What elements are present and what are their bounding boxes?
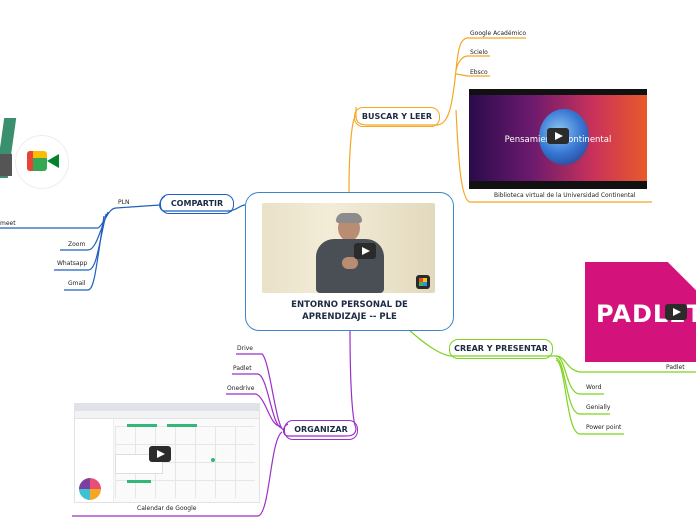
topic-compartir[interactable]: COMPARTIR xyxy=(160,194,234,214)
central-title-line1: ENTORNO PERSONAL DE xyxy=(291,300,408,310)
buscar-video-thumbnail[interactable]: Pensamiento Continental xyxy=(469,89,647,189)
calendar-thumbnail[interactable] xyxy=(74,403,260,503)
topic-organizar-label: ORGANIZAR xyxy=(294,425,348,434)
compartir-connectors xyxy=(0,195,246,291)
org-logo-icon xyxy=(79,478,101,500)
organizar-item[interactable]: Onedrive xyxy=(227,385,255,392)
crear-item[interactable]: Power point xyxy=(586,424,622,431)
presenter-figure xyxy=(312,213,388,293)
organizar-item[interactable]: Padlet xyxy=(233,365,252,372)
compartir-sub-pln[interactable]: PLN xyxy=(118,199,130,206)
play-icon[interactable] xyxy=(149,446,171,462)
central-node[interactable]: ENTORNO PERSONAL DE APRENDIZAJE -- PLE xyxy=(245,192,454,331)
topic-organizar[interactable]: ORGANIZAR xyxy=(284,420,358,440)
buscar-video-caption: Biblioteca virtual de la Universidad Con… xyxy=(494,192,636,199)
buscar-item[interactable]: Scielo xyxy=(470,49,488,56)
topic-crear-y-presentar[interactable]: CREAR Y PRESENTAR xyxy=(449,339,553,359)
buscar-item[interactable]: Ebsco xyxy=(470,69,488,76)
compartir-item[interactable]: Zoom xyxy=(68,241,86,248)
topic-crear-label: CREAR Y PRESENTAR xyxy=(454,344,548,353)
crear-item[interactable]: Genially xyxy=(586,404,611,411)
play-icon[interactable] xyxy=(665,304,687,320)
compartir-item[interactable]: Gmail xyxy=(68,280,86,287)
padlet-thumbnail[interactable]: PADLET xyxy=(585,262,696,362)
topic-buscar-y-leer[interactable]: BUSCAR Y LEER xyxy=(354,107,440,127)
padlet-caption: Padlet xyxy=(666,364,685,371)
central-title: ENTORNO PERSONAL DE APRENDIZAJE -- PLE xyxy=(246,299,453,323)
buscar-item[interactable]: Google Académico xyxy=(470,30,527,37)
play-icon[interactable] xyxy=(354,243,376,259)
central-title-line2: APRENDIZAJE -- PLE xyxy=(302,312,397,322)
topic-buscar-label: BUSCAR Y LEER xyxy=(361,112,433,121)
google-meet-logo[interactable] xyxy=(0,118,70,188)
organizar-item[interactable]: Drive xyxy=(237,345,253,352)
compartir-item[interactable]: Whatsapp xyxy=(57,260,88,267)
organizar-connectors xyxy=(72,328,357,517)
topic-compartir-label: COMPARTIR xyxy=(170,199,224,208)
compartir-item[interactable]: meet xyxy=(0,220,16,227)
app-icon xyxy=(416,275,430,289)
crear-item[interactable]: Word xyxy=(586,384,602,391)
central-video-thumbnail[interactable] xyxy=(262,203,435,293)
play-icon[interactable] xyxy=(547,128,569,144)
calendar-caption: Calendar de Google xyxy=(137,505,197,512)
